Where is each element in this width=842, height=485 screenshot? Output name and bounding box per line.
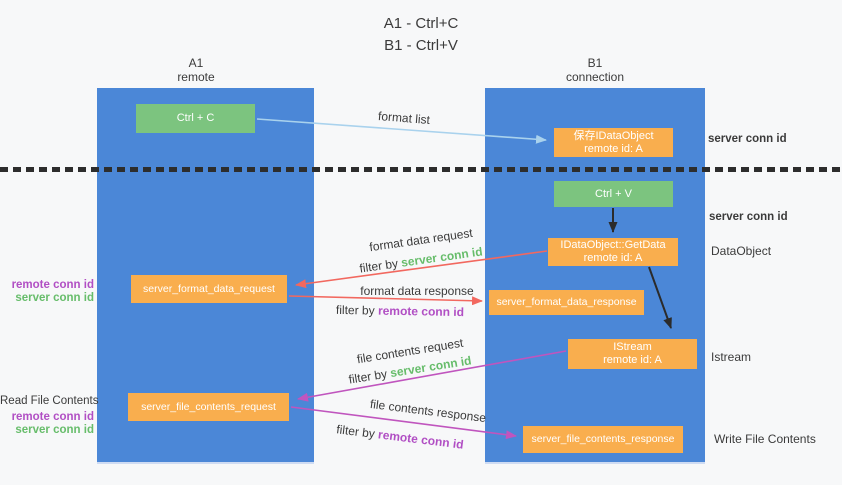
- server-format-data-request-label: server_format_data_request: [143, 282, 275, 295]
- save-dataobject-line1: 保存IDataObject: [573, 129, 654, 142]
- format-list-label: format list: [377, 108, 431, 128]
- server-file-contents-request-label: server_file_contents_request: [141, 400, 276, 413]
- dataobject-annotation: DataObject: [711, 244, 772, 258]
- filter-by-text: filter by: [358, 256, 399, 276]
- server-format-data-request-box: server_format_data_request: [131, 275, 287, 303]
- lifeline-a1-title: A1: [188, 56, 204, 70]
- filter-by-text: filter by: [347, 366, 389, 387]
- istream-line2: remote id: A: [603, 354, 662, 366]
- istream-annotation: Istream: [711, 350, 752, 364]
- ctrl-v-box: Ctrl + V: [554, 181, 673, 207]
- remote-conn-id-annotation: remote conn id: [11, 411, 94, 423]
- title-line-1: A1 - Ctrl+C: [383, 15, 459, 32]
- left-conn-id-stack-top: remote conn id server conn id: [0, 279, 94, 305]
- save-dataobject-line2: remote id: A: [584, 142, 643, 155]
- getdata-line1: IDataObject::GetData: [560, 239, 666, 251]
- server-conn-id-annotation-top: server conn id: [708, 133, 787, 145]
- server-format-data-response-box: server_format_data_response: [489, 290, 644, 315]
- ctrl-v-label: Ctrl + V: [595, 187, 632, 200]
- left-conn-id-stack-bottom: remote conn id server conn id: [0, 411, 94, 437]
- read-file-contents-annotation: Read File Contents: [0, 395, 99, 407]
- filter-by-text: filter by: [335, 302, 375, 318]
- ctrl-c-box: Ctrl + C: [136, 104, 255, 133]
- remote-conn-id-text: remote conn id: [377, 427, 465, 452]
- ctrl-c-label: Ctrl + C: [176, 112, 215, 124]
- lifeline-header-a1: A1 remote: [96, 56, 296, 84]
- remote-conn-id-text: remote conn id: [377, 303, 465, 320]
- format-data-response-label: format data response: [360, 284, 474, 298]
- write-file-contents-annotation: Write File Contents: [714, 432, 816, 446]
- diagram-title: A1 - Ctrl+C B1 - Ctrl+V: [0, 13, 842, 57]
- remote-conn-id-annotation: remote conn id: [11, 279, 94, 291]
- server-conn-id-annotation: server conn id: [15, 292, 94, 304]
- server-file-contents-request-box: server_file_contents_request: [128, 393, 289, 421]
- separator-dotted-line: [0, 167, 842, 172]
- getdata-line2: remote id: A: [583, 252, 643, 264]
- server-file-contents-response-box: server_file_contents_response: [523, 426, 683, 453]
- filter-by-remote-conn-id-label-1: filter by remote conn id: [336, 303, 464, 319]
- title-line-2: B1 - Ctrl+V: [384, 37, 458, 54]
- idataobject-getdata-box: IDataObject::GetData remote id: A: [548, 238, 678, 266]
- save-dataobject-box: 保存IDataObject remote id: A: [554, 128, 673, 157]
- lifeline-a1-subtitle: remote: [177, 70, 215, 84]
- istream-line1: IStream: [613, 341, 652, 353]
- istream-box: IStream remote id: A: [568, 339, 697, 369]
- server-conn-id-annotation: server conn id: [15, 424, 94, 436]
- lifeline-b1-title: B1: [587, 56, 603, 70]
- lifeline-header-b1: B1 connection: [495, 56, 695, 84]
- lifeline-b1-subtitle: connection: [565, 70, 625, 84]
- filter-by-remote-conn-id-label-2: filter by remote conn id: [336, 422, 465, 452]
- server-format-data-response-label: server_format_data_response: [496, 296, 637, 308]
- file-contents-response-label: file contents response: [369, 396, 487, 426]
- server-file-contents-response-label: server_file_contents_response: [531, 433, 675, 445]
- filter-by-text: filter by: [335, 422, 376, 441]
- server-conn-id-annotation-mid: server conn id: [709, 211, 788, 223]
